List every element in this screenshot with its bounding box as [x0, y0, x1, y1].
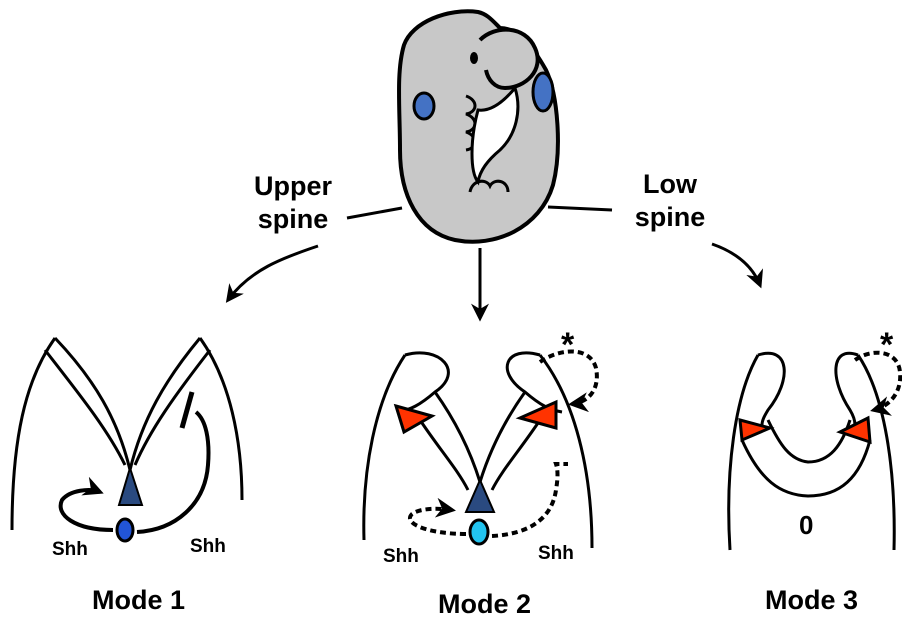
- mode2-shh-dashed-right: [492, 464, 568, 536]
- mode1-shh-label-right: Shh: [190, 536, 226, 558]
- mode3-left-red-triangle: [740, 420, 770, 440]
- embryo-eye: [470, 52, 478, 64]
- mode1-floor-plate: [119, 468, 142, 505]
- low-spine-line1: Low: [620, 168, 720, 201]
- blue-oval-right: [533, 73, 553, 111]
- mode1-label: Mode 1: [92, 585, 185, 616]
- mode1-notochord: [117, 519, 133, 541]
- mode2-asterisk: *: [561, 326, 574, 365]
- mode2-label: Mode 2: [438, 589, 531, 620]
- embryo: [399, 11, 558, 241]
- mode3-zero-mark: 0: [799, 510, 813, 541]
- blue-oval-left: [414, 93, 434, 119]
- upper-spine-line2: spine: [232, 203, 354, 236]
- embryo-head-bulge: [480, 30, 538, 88]
- mode2-shh-dashed-left: [410, 509, 466, 534]
- mode2-shh-label-right: Shh: [538, 543, 574, 565]
- upper-spine-connector: [347, 208, 402, 218]
- upper-spine-line1: Upper: [232, 170, 354, 203]
- low-spine-line2: spine: [620, 201, 720, 234]
- upper-spine-label: Upper spine: [232, 170, 354, 236]
- mode3-label: Mode 3: [765, 585, 858, 616]
- low-spine-connector: [548, 207, 612, 210]
- upper-spine-arrow: [228, 246, 318, 300]
- mode2-right-red-triangle: [520, 402, 556, 428]
- mode2-notochord: [470, 520, 488, 544]
- mode1-bar-mark: [182, 392, 192, 428]
- mode2-floor-plate: [466, 480, 494, 512]
- mode2-shh-label-left: Shh: [383, 546, 419, 568]
- mode1-shh-arrow-left: [61, 490, 113, 530]
- mode1-shh-label-left: Shh: [52, 539, 88, 561]
- low-spine-arrow: [712, 244, 760, 285]
- low-spine-label: Low spine: [620, 168, 720, 234]
- mode1-shh-curve-right: [137, 412, 209, 532]
- mode3-asterisk: *: [880, 326, 893, 365]
